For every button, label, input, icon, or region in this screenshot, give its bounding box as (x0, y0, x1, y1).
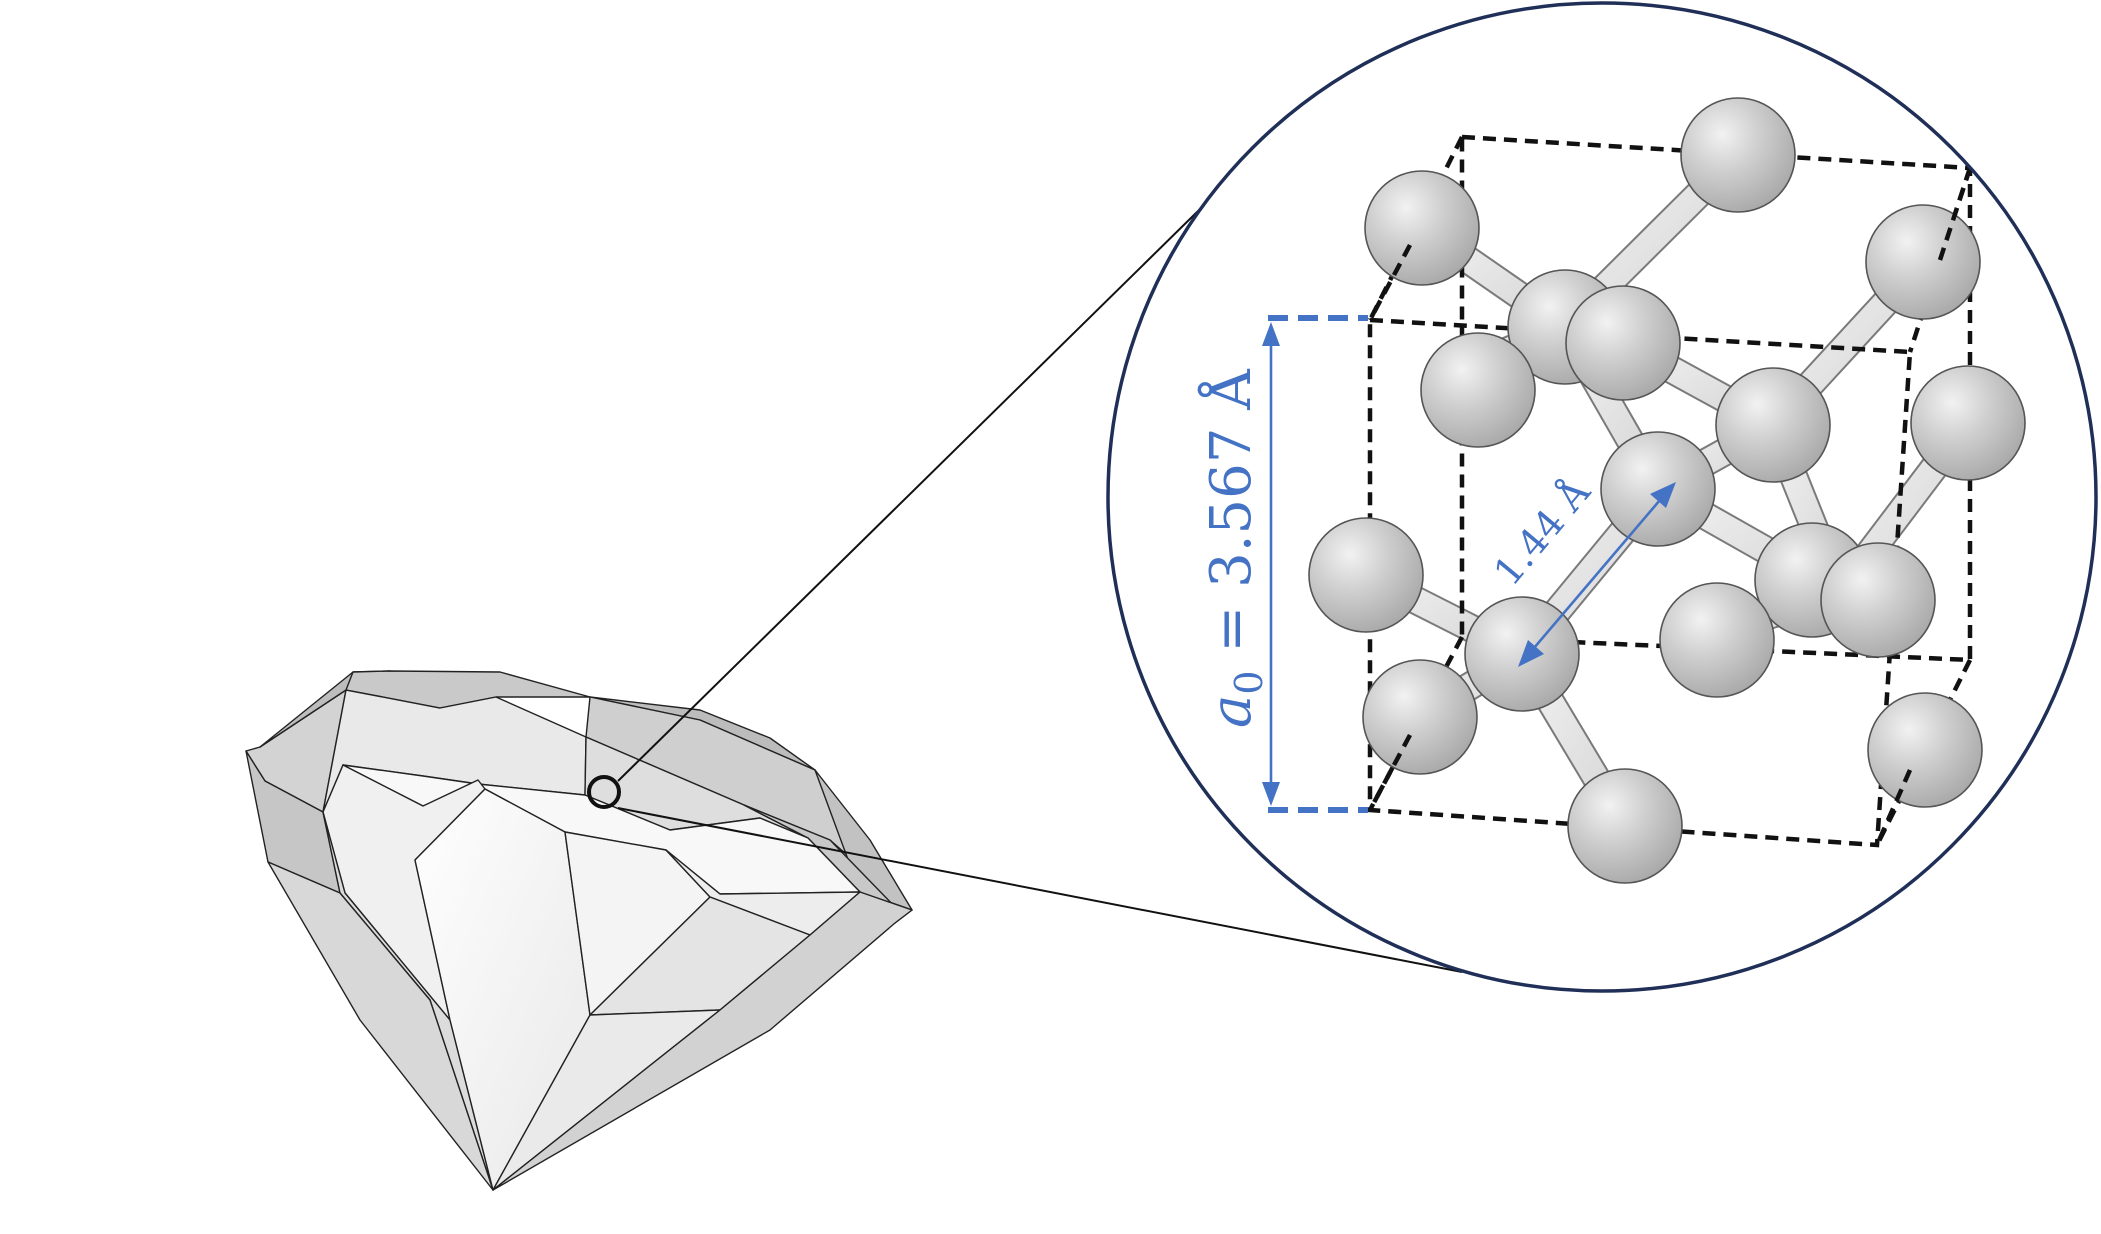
carbon-atom (1308, 517, 1424, 633)
callout-line-upper (617, 155, 1255, 782)
carbon-atom (1362, 659, 1478, 775)
callout-line-lower (617, 807, 1463, 973)
lattice-constant-value: = 3.567 Å (1197, 369, 1264, 671)
diamond-gem (245, 670, 913, 1191)
carbon-atom (1680, 97, 1796, 213)
unit-cell-edge (1368, 733, 1412, 812)
unit-cell-front-stubs (1368, 167, 1973, 846)
unit-cell-front-face (1367, 317, 1913, 848)
carbon-atom (1865, 204, 1981, 320)
atom-group (1308, 97, 2026, 884)
dimension-arrowhead-top (1262, 322, 1280, 346)
unit-cell-back-face (1459, 134, 1973, 663)
gem-facet-pavilion-far-right (492, 891, 913, 1191)
lattice-constant-dimension: a0 = 3.567 Å (1197, 315, 1368, 813)
carbon-atom (1910, 365, 2026, 481)
carbon-atom (1565, 285, 1681, 401)
carbon-atom (1364, 170, 1480, 286)
unit-cell-edge (1368, 243, 1412, 322)
zoom-circle-outline (1106, 1, 2098, 993)
carbon-atom (1659, 582, 1775, 698)
carbon-atom (1820, 542, 1936, 658)
unit-cell-group: 1.44 Å (1308, 97, 2026, 884)
unit-cell-edge (1874, 769, 1913, 846)
bond-length-arrowhead-lower (1518, 640, 1544, 667)
lattice-constant-subscript: 0 (1227, 670, 1271, 694)
carbon-atom (1567, 768, 1683, 884)
carbon-atom (1600, 431, 1716, 547)
lattice-constant-symbol: a (1199, 695, 1264, 728)
carbon-atom (1420, 332, 1536, 448)
carbon-atom (1464, 596, 1580, 712)
bond-length-arrowhead-upper (1650, 482, 1676, 508)
gem-facet-pavilion-edge-left (267, 861, 494, 1191)
bond-length-arrow-line (1533, 499, 1661, 649)
carbon-atom (1867, 692, 1983, 808)
unit-cell-edge (1937, 167, 1973, 261)
lattice-constant-label: a0 = 3.567 Å (1197, 369, 1271, 728)
zoom-target-circle (587, 775, 621, 809)
carbon-atom (1715, 367, 1831, 483)
dimension-arrowhead-bottom (1262, 782, 1280, 806)
